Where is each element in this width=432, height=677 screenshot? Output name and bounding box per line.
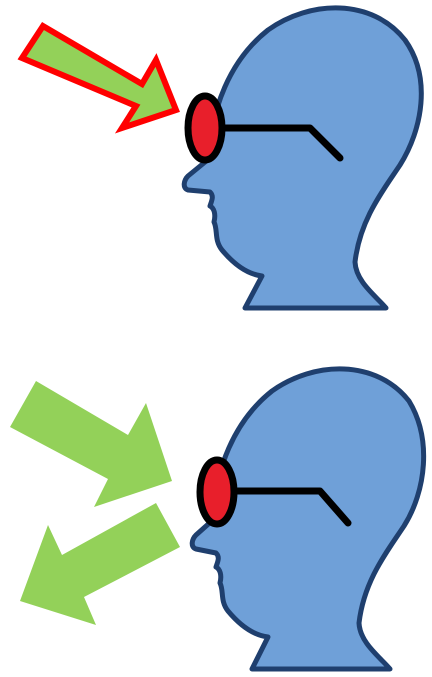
- arrow-icon: [10, 381, 180, 625]
- arrow-away-from-eye: [20, 503, 180, 625]
- arrow-toward-eye: [10, 381, 172, 507]
- arrow-icon: [22, 26, 176, 128]
- arrow-toward-eye-highlighted: [22, 26, 176, 128]
- panel-top: [0, 0, 432, 338]
- glasses-lens: [188, 96, 222, 160]
- glasses-lens: [200, 460, 234, 524]
- panel-bottom-svg: [0, 339, 432, 677]
- head-profile-icon: [184, 8, 421, 308]
- panel-bottom: [0, 339, 432, 677]
- panel-top-svg: [0, 0, 432, 338]
